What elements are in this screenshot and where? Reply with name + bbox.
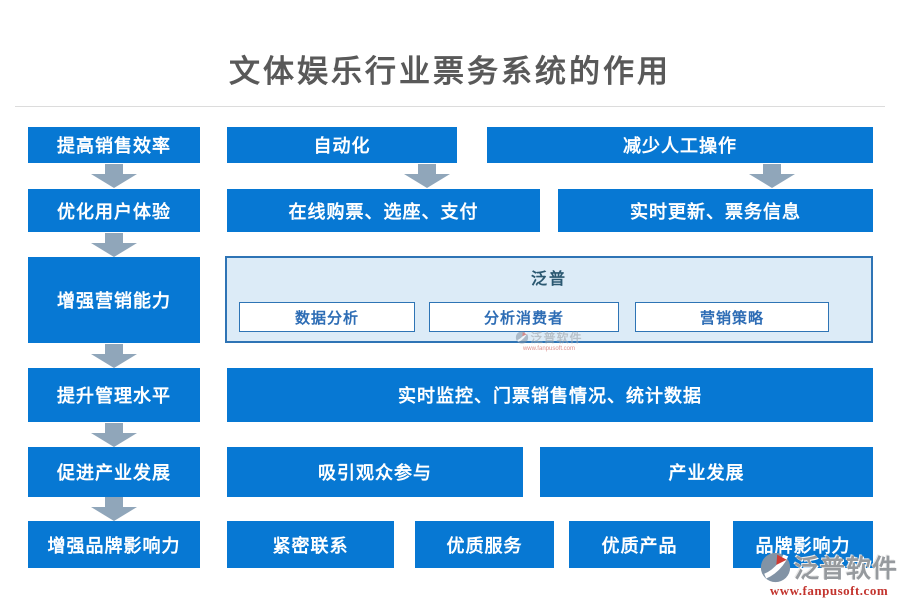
arrow-down-icon (91, 423, 137, 447)
page-title: 文体娱乐行业票务系统的作用 (229, 54, 671, 89)
brand-influence-flow-box: 增强品牌影响力 (28, 521, 200, 568)
arrow-down-icon (404, 164, 450, 188)
attract-audience-box: 吸引观众参与 (227, 447, 523, 497)
sales-efficiency-box: 提高销售效率 (28, 127, 200, 163)
site-watermark-brand: 泛普软件 (794, 555, 899, 583)
arrow-down-icon (91, 497, 137, 521)
fanpu-panel: 泛普 数据分析 分析消费者 营销策略 泛普软件 www.fanpusoft.co… (225, 256, 873, 352)
data-analysis-box: 数据分析 (239, 302, 415, 332)
site-watermark: 泛普软件 www.fanpusoft.com (760, 549, 898, 599)
fanpu-panel-title: 泛普 (530, 271, 567, 288)
realtime-update-box: 实时更新、票务信息 (558, 189, 873, 232)
fanpu-logo-icon (515, 331, 529, 344)
quality-product-box: 优质产品 (569, 521, 710, 568)
consumer-analysis-box: 分析消费者 (429, 302, 619, 332)
automation-box: 自动化 (227, 127, 457, 163)
arrow-down-icon (91, 233, 137, 257)
panel-watermark: 泛普软件 www.fanpusoft.com (515, 329, 582, 352)
panel-watermark-brand: 泛普软件 (530, 331, 583, 345)
industry-development-box: 产业发展 (540, 447, 873, 497)
marketing-capability-box: 增强营销能力 (28, 257, 200, 343)
site-watermark-url: www.fanpusoft.com (769, 583, 889, 598)
arrow-down-icon (91, 164, 137, 188)
quality-service-box: 优质服务 (415, 521, 554, 568)
arrow-down-icon (749, 164, 795, 188)
brand-influence-item-box: 品牌影响力 (733, 521, 873, 568)
title-divider (15, 106, 885, 107)
close-contact-box: 紧密联系 (227, 521, 394, 568)
fanpu-logo-icon (760, 552, 791, 582)
monitoring-box: 实时监控、门票销售情况、统计数据 (227, 368, 873, 422)
industry-promotion-box: 促进产业发展 (28, 447, 200, 497)
reduce-manual-box: 减少人工操作 (487, 127, 873, 163)
panel-watermark-url: www.fanpusoft.com (522, 346, 576, 352)
online-ticketing-box: 在线购票、选座、支付 (227, 189, 540, 232)
management-level-box: 提升管理水平 (28, 368, 200, 422)
marketing-strategy-box: 营销策略 (635, 302, 829, 332)
user-experience-box: 优化用户体验 (28, 189, 200, 232)
arrow-down-icon (91, 344, 137, 368)
